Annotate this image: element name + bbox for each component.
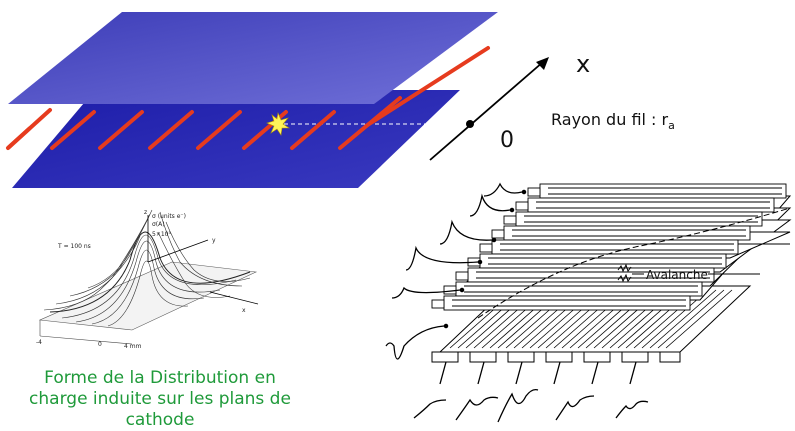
wire-radius-subscript: a: [668, 119, 675, 133]
caption-line-1: Forme de la Distribution en: [44, 368, 276, 388]
origin-label: 0: [500, 128, 514, 153]
mwpc-strips: [431, 183, 787, 311]
wire-radius-label: Rayon du fil : ra: [551, 110, 675, 132]
x-axis-label: x: [576, 50, 591, 78]
cathode-signals: [413, 361, 649, 423]
plot-tick-mid: 0: [98, 341, 102, 348]
avalanche-label: Avalanche: [646, 268, 708, 282]
plot-sigma-label: σ (units e⁻): [152, 213, 186, 220]
plot-tick-left: -4: [36, 339, 42, 346]
avalanche-marker: [617, 263, 760, 283]
wire-5: [196, 110, 242, 150]
strip-signals: [385, 182, 527, 360]
bottom-cathode-plane: [12, 90, 460, 188]
wire-end-left: [6, 126, 32, 150]
plot-axis-x: x: [242, 307, 246, 314]
origin-point: [466, 120, 474, 128]
top-cathode-plane: [8, 12, 498, 104]
spark-icon: [266, 111, 290, 136]
particle-track: [477, 207, 791, 319]
plot-sigma-sub-label: σ(A): [152, 221, 165, 228]
plot-gain-label: 5×10⁵: [152, 231, 171, 238]
wire-2: [50, 110, 96, 150]
distribution-caption: Forme de la Distribution en charge indui…: [0, 368, 340, 431]
wire-radius-text: Rayon du fil : r: [551, 110, 669, 129]
caption-line-2: charge induite sur les plans de: [29, 389, 291, 409]
x-axis-arrow: [429, 57, 549, 161]
wire-3: [98, 110, 144, 150]
wire-4: [148, 110, 194, 150]
caption-line-3: cathode: [125, 410, 195, 430]
charge-distribution-plot: [38, 209, 259, 345]
plot-time-label: T = 100 ns: [57, 243, 91, 250]
plot-tick-right: 4 mm: [124, 343, 142, 350]
wire-7: [290, 110, 336, 150]
plot-axis-z: z: [144, 209, 147, 216]
plot-axis-y: y: [212, 237, 216, 244]
wire-9: [364, 46, 490, 128]
